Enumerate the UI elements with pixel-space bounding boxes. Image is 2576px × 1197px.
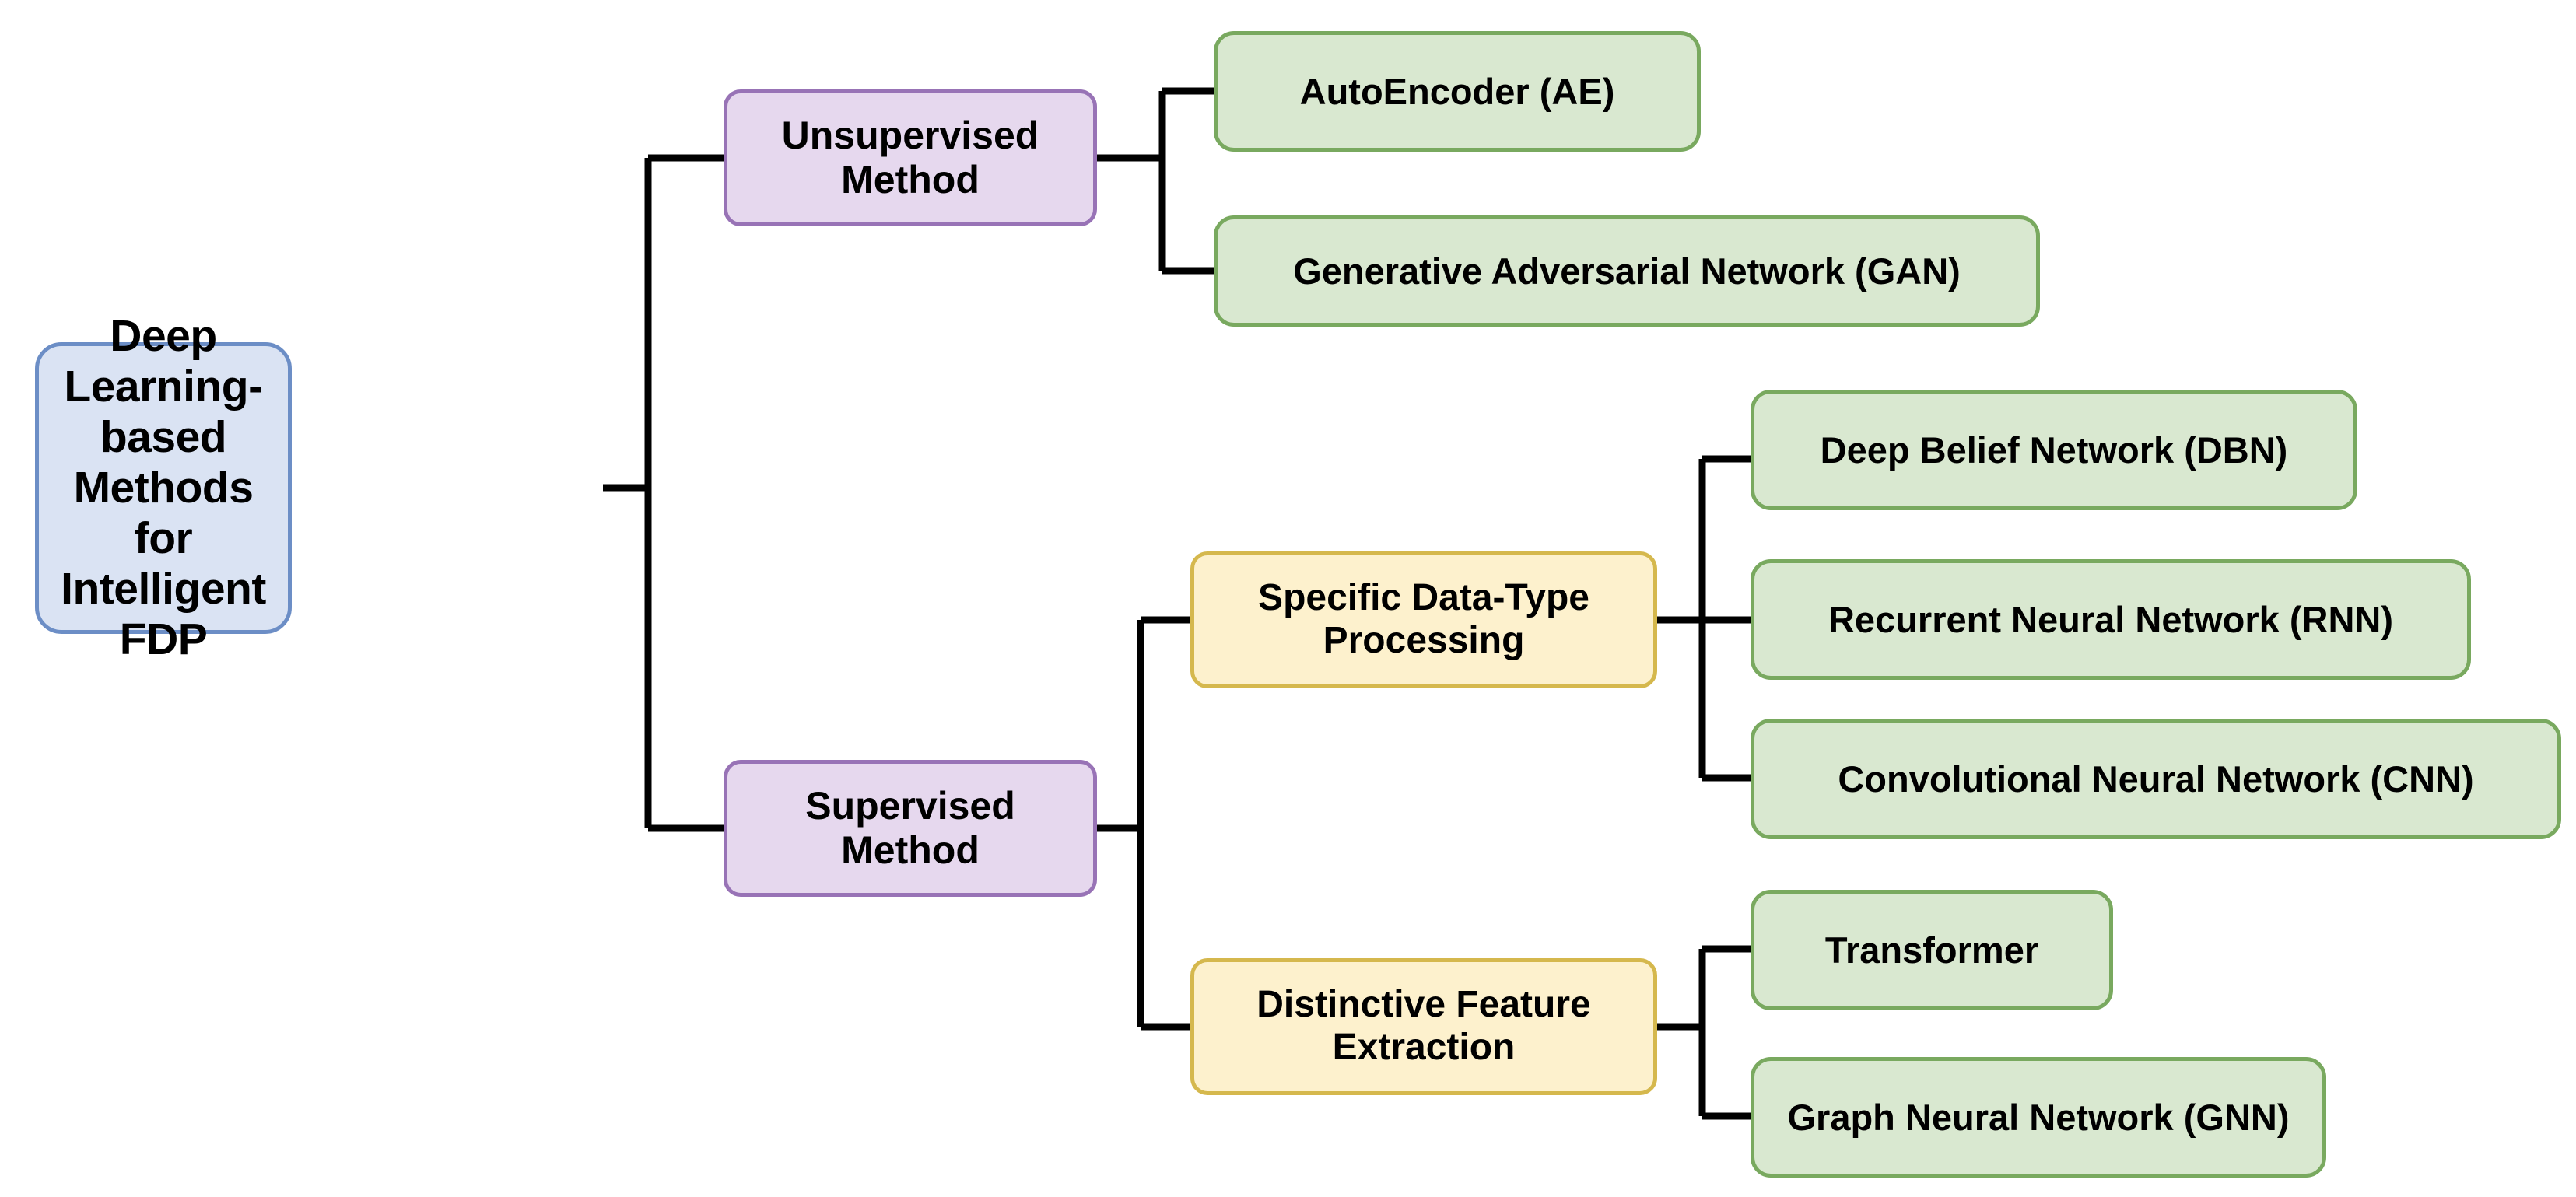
node-recurrent-neural-network[interactable]: Recurrent Neural Network (RNN) <box>1751 559 2471 680</box>
node-deep-belief-network-label: Deep Belief Network (DBN) <box>1820 429 2288 471</box>
node-distinctive-feature-extraction-label: Distinctive Feature Extraction <box>1256 984 1591 1068</box>
node-distinctive-feature-extraction[interactable]: Distinctive Feature Extraction <box>1190 958 1657 1095</box>
node-generative-adversarial-network-label: Generative Adversarial Network (GAN) <box>1293 250 1961 292</box>
node-transformer-label: Transformer <box>1824 929 2039 971</box>
node-unsupervised-method[interactable]: Unsupervised Method <box>724 89 1097 226</box>
node-root-label: Deep Learning- based Methods for Intelli… <box>61 311 266 664</box>
node-graph-neural-network-label: Graph Neural Network (GNN) <box>1787 1096 2290 1138</box>
node-root[interactable]: Deep Learning- based Methods for Intelli… <box>35 311 292 664</box>
node-specific-data-type-processing-label: Specific Data-Type Processing <box>1258 577 1589 661</box>
node-autoencoder-label: AutoEncoder (AE) <box>1299 70 1615 112</box>
node-graph-neural-network[interactable]: Graph Neural Network (GNN) <box>1751 1057 2326 1178</box>
node-autoencoder[interactable]: AutoEncoder (AE) <box>1214 31 1701 152</box>
node-unsupervised-method-label: Unsupervised Method <box>781 114 1039 201</box>
node-recurrent-neural-network-label: Recurrent Neural Network (RNN) <box>1828 598 2394 640</box>
node-generative-adversarial-network[interactable]: Generative Adversarial Network (GAN) <box>1214 215 2040 327</box>
node-deep-belief-network[interactable]: Deep Belief Network (DBN) <box>1751 390 2357 510</box>
node-specific-data-type-processing[interactable]: Specific Data-Type Processing <box>1190 551 1657 688</box>
node-transformer[interactable]: Transformer <box>1751 890 2113 1010</box>
node-convolutional-neural-network-label: Convolutional Neural Network (CNN) <box>1838 758 2474 800</box>
node-supervised-method[interactable]: Supervised Method <box>724 760 1097 897</box>
node-supervised-method-label: Supervised Method <box>805 784 1015 872</box>
node-convolutional-neural-network[interactable]: Convolutional Neural Network (CNN) <box>1751 719 2561 839</box>
